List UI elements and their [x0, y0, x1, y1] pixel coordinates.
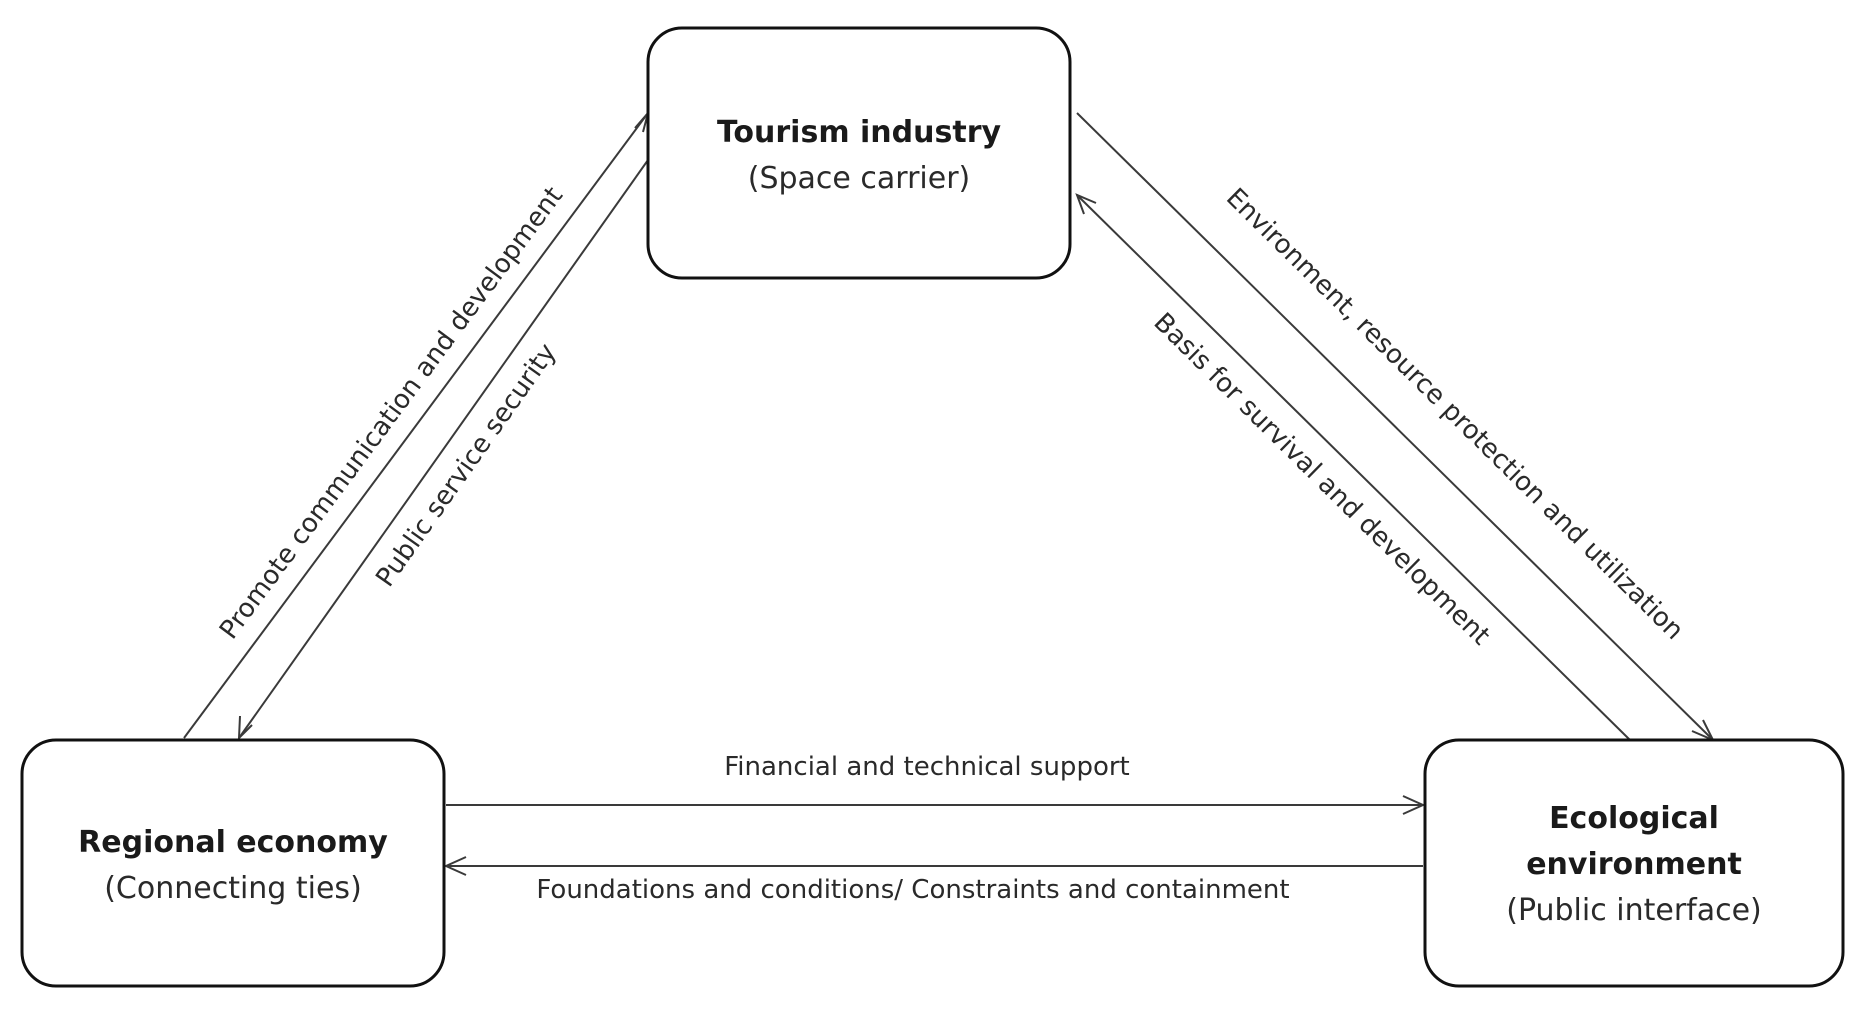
edge-foundations-conditions [443, 856, 1423, 876]
node-title-line2: environment [1526, 847, 1742, 882]
edge-public-service-security [237, 159, 649, 741]
edge-label-environment: Environment, resource protection and uti… [1220, 183, 1689, 646]
edge-promote-communication [183, 112, 649, 739]
node-title-line1: Ecological [1549, 801, 1719, 836]
node-regional-economy: Regional economy (Connecting ties) [20, 738, 446, 988]
arrowhead-icon [1402, 795, 1426, 815]
node-tourism-industry: Tourism industry (Space carrier) [646, 26, 1072, 280]
edge-label-basis: Basis for survival and development [1148, 307, 1496, 651]
node-title: Regional economy [78, 825, 388, 860]
edge-environment-resource [1076, 112, 1716, 742]
edge-label-financial: Financial and technical support [724, 752, 1130, 782]
edge-label-foundations: Foundations and conditions/ Constraints … [536, 875, 1289, 905]
arrowhead-icon [237, 715, 253, 741]
node-subtitle: (Public interface) [1506, 893, 1762, 928]
node-title: Tourism industry [717, 115, 1002, 150]
arrowhead-icon [1075, 193, 1097, 215]
arrowhead-icon [443, 856, 467, 876]
node-subtitle: (Space carrier) [748, 161, 971, 196]
edge-basis-survival [1075, 193, 1631, 741]
edge-financial-technical [446, 795, 1426, 815]
node-ecological-environment: Ecological environment (Public interface… [1423, 738, 1845, 988]
node-subtitle: (Connecting ties) [104, 871, 362, 906]
